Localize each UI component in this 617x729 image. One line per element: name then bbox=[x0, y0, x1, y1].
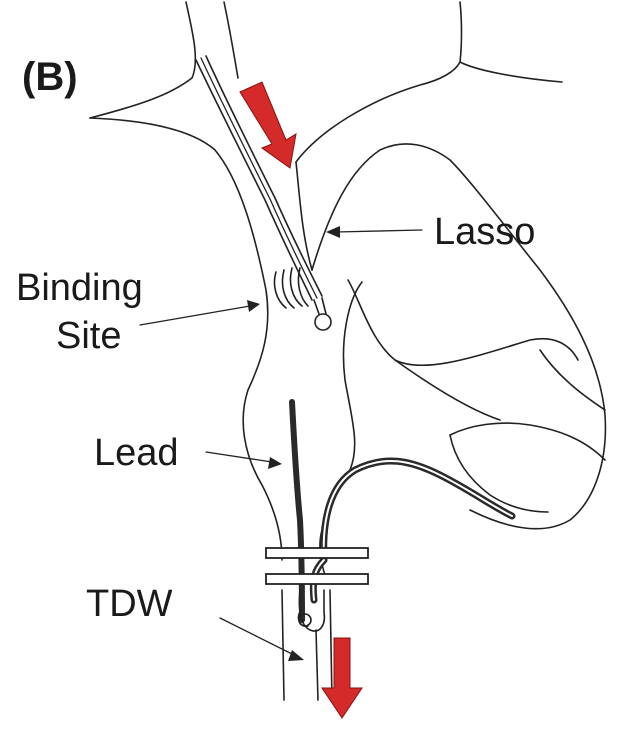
label-tdw: TDW bbox=[86, 583, 173, 625]
pointer-lasso bbox=[326, 226, 422, 238]
label-binding-site-line2: Site bbox=[56, 315, 121, 357]
label-lasso: Lasso bbox=[434, 211, 535, 253]
panel-label: (B) bbox=[22, 55, 78, 99]
pointer-tdw bbox=[220, 618, 304, 661]
pacing-lead bbox=[292, 402, 302, 620]
binding-site-coils bbox=[274, 268, 308, 308]
pointer-lead bbox=[206, 452, 282, 469]
label-lead: Lead bbox=[94, 432, 179, 474]
flow-arrow-bottom bbox=[322, 638, 362, 718]
pointer-binding-site bbox=[140, 300, 260, 325]
label-binding-site-line1: Binding bbox=[16, 267, 143, 309]
